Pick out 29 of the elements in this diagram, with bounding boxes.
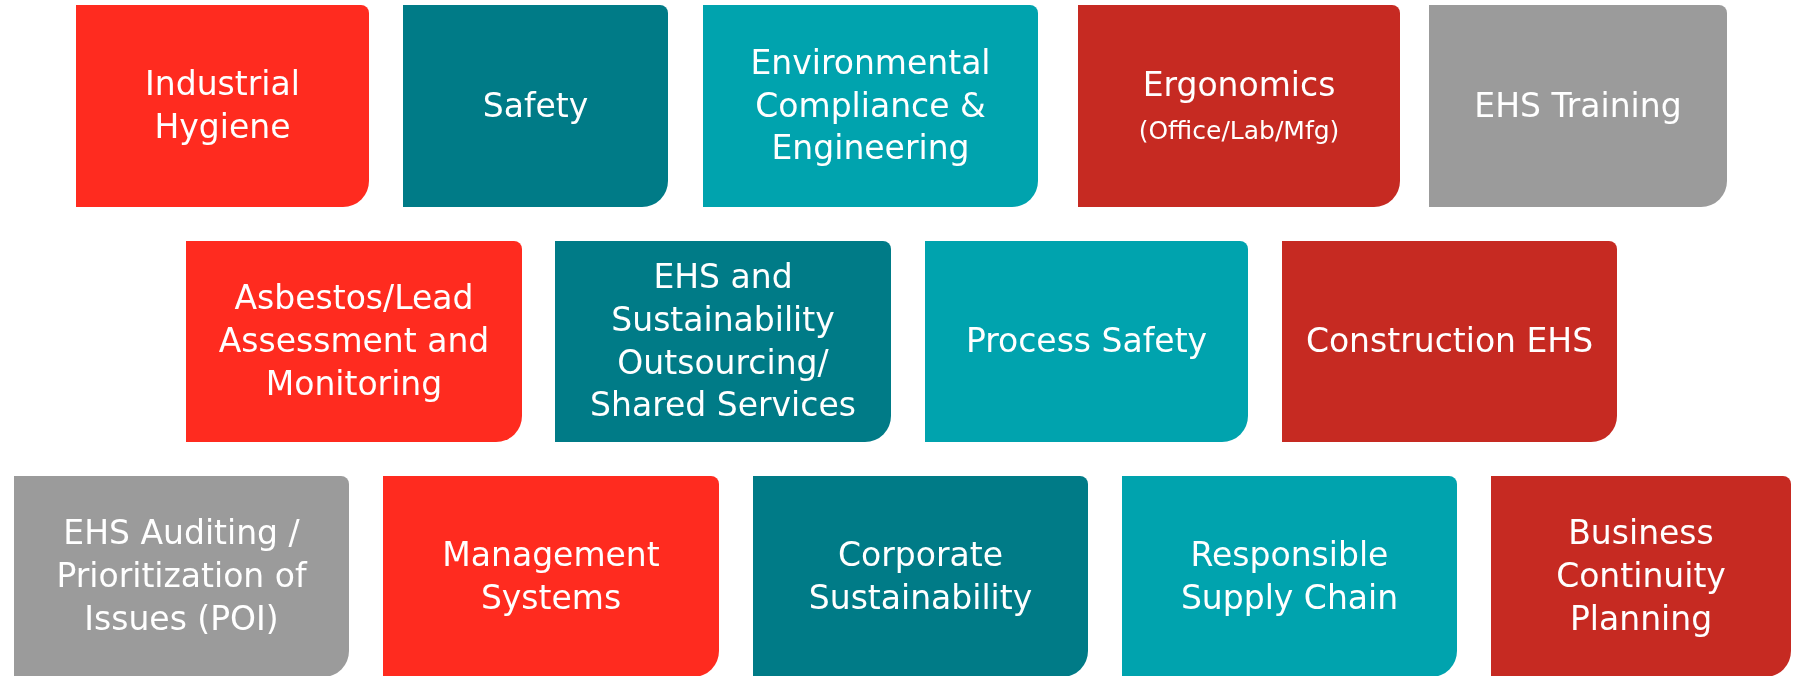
tile-title: EHS and Sustainability Outsourcing/ Shared Services <box>589 255 857 427</box>
tile-title: Ergonomics <box>1142 64 1336 107</box>
tile-title: Management Systems <box>441 533 661 619</box>
tile-title: Construction EHS <box>1305 320 1594 363</box>
service-tile <box>1078 5 1400 207</box>
service-tile <box>703 5 1038 207</box>
service-tile <box>383 476 719 676</box>
tile-title: Process Safety <box>965 320 1208 363</box>
tile-title: Environmental Compliance & Engineering <box>749 41 992 170</box>
tile-title: Safety <box>482 84 589 127</box>
tile-title: EHS Training <box>1474 84 1682 127</box>
service-tile <box>925 241 1248 442</box>
service-tile <box>1122 476 1457 676</box>
tile-title: EHS Auditing / Prioritization of Issues (POI) <box>55 512 309 640</box>
tile-title: Asbestos/Lead Assessment and Monitoring <box>217 277 491 405</box>
tile-title: Responsible Supply Chain <box>1179 533 1400 619</box>
service-tile <box>403 5 668 207</box>
service-tile <box>1429 5 1727 207</box>
service-tile <box>1491 476 1791 676</box>
tile-title: Business Continuity Planning <box>1555 512 1727 640</box>
service-tile <box>76 5 369 207</box>
service-tile <box>753 476 1088 676</box>
service-tile <box>186 241 522 442</box>
service-tile <box>1282 241 1617 442</box>
service-tile <box>14 476 349 676</box>
tile-subtitle: (Office/Lab/Mfg) <box>1138 114 1340 147</box>
service-tile <box>555 241 891 442</box>
tile-title: Industrial Hygiene <box>144 63 301 148</box>
tile-title: Corporate Sustainability <box>807 533 1034 619</box>
